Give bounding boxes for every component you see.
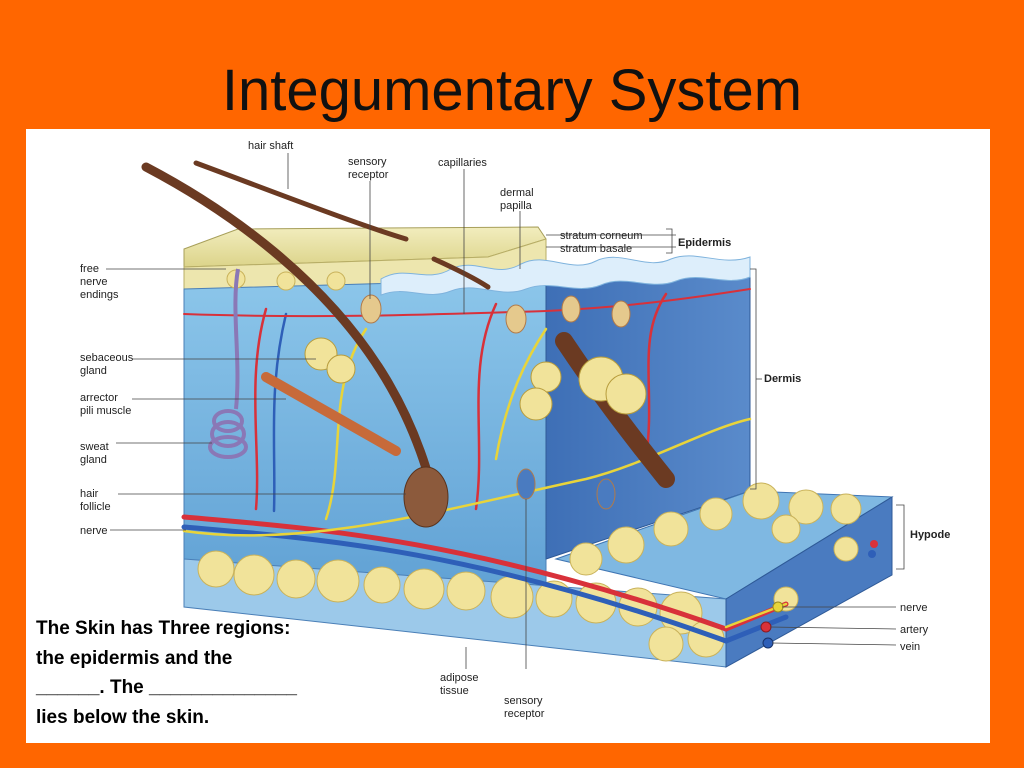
caption-line-3: ______. The ______________: [36, 677, 297, 698]
hair-structures: [141, 160, 675, 528]
label-sensory-receptor-bottom-2: receptor: [504, 708, 545, 720]
label-dermis: Dermis: [764, 373, 801, 385]
label-hair-shaft: hair shaft: [248, 140, 293, 152]
epidermis-wave-surface: [380, 255, 751, 296]
label-hair-follicle-1: hair: [80, 488, 99, 500]
caption-line-4: lies below the skin.: [36, 706, 210, 728]
label-sweat-gland-1: sweat: [80, 441, 109, 453]
label-sensory-receptor-top-1: sensory: [348, 156, 387, 168]
sensory-receptors: [360, 294, 631, 510]
label-stratum-basale: stratum basale: [560, 243, 632, 255]
sweat-gland: [208, 268, 248, 459]
label-nerve-right: nerve: [900, 602, 928, 614]
label-dermal-papilla-2: papilla: [500, 200, 533, 212]
label-hypodermis: Hypode: [910, 529, 950, 541]
vessel-ends: [760, 540, 878, 649]
label-dermal-papilla-1: dermal: [500, 187, 534, 199]
label-sensory-receptor-top-2: receptor: [348, 169, 389, 181]
sebaceous-glands: [304, 337, 647, 421]
slide-title: Integumentary System: [221, 58, 803, 123]
label-vein: vein: [900, 641, 920, 653]
diagram-labels: hair shaft sensory receptor capillaries …: [80, 140, 950, 720]
label-arrector-pili-2: pili muscle: [80, 405, 131, 417]
caption-line-2: the epidermis and the: [36, 647, 233, 669]
label-capillaries: capillaries: [438, 157, 487, 169]
label-free-nerve-endings-2: nerve: [80, 276, 108, 288]
skin-diagram: hair shaft sensory receptor capillaries …: [26, 129, 990, 743]
label-artery: artery: [900, 624, 929, 636]
label-epidermis: Epidermis: [678, 237, 731, 249]
fill-in-caption: The Skin has Three regions: the epidermi…: [36, 614, 396, 732]
label-free-nerve-endings-1: free: [80, 263, 99, 275]
caption-line-1: The Skin has Three regions:: [36, 618, 291, 639]
label-hair-follicle-2: follicle: [80, 501, 111, 513]
label-sweat-gland-2: gland: [80, 454, 107, 466]
label-stratum-corneum: stratum corneum: [560, 230, 643, 242]
label-sebaceous-gland-2: gland: [80, 365, 107, 377]
label-adipose-tissue-2: tissue: [440, 685, 469, 697]
label-sensory-receptor-bottom-1: sensory: [504, 695, 543, 707]
label-sebaceous-gland-1: sebaceous: [80, 352, 134, 364]
skin-cross-section-illustration: hair shaft sensory receptor capillaries …: [80, 140, 950, 720]
leader-lines: [106, 153, 905, 669]
label-nerve-left: nerve: [80, 525, 108, 537]
label-arrector-pili-1: arrector: [80, 392, 118, 404]
label-adipose-tissue-1: adipose: [440, 672, 479, 684]
adipose-lobules: [197, 269, 862, 662]
label-free-nerve-endings-3: endings: [80, 289, 119, 301]
